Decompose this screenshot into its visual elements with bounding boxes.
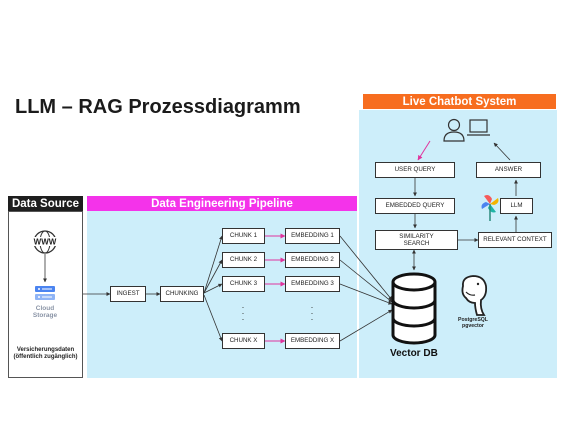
similarity-search-box: SIMILARITY SEARCH (375, 230, 458, 250)
pinwheel-llm-icon (481, 195, 499, 221)
database-icon (391, 272, 437, 345)
svg-text:WWW: WWW (34, 238, 57, 247)
chatbot-header: Live Chatbot System (363, 94, 556, 109)
data-source-header: Data Source (8, 196, 83, 211)
pipeline-header: Data Engineering Pipeline (87, 196, 357, 211)
ingest-box: INGEST (110, 286, 146, 302)
www-globe-icon: WWW (31, 230, 59, 254)
embedding-box: EMBEDDING 3 (285, 276, 340, 292)
relevant-context-box: RELEVANT CONTEXT (478, 232, 552, 248)
chunk-box: CHUNK 2 (222, 252, 265, 268)
embedding-box: EMBEDDING X (285, 333, 340, 349)
cloud-storage-label: Cloud Storage (32, 305, 58, 320)
llm-box: LLM (500, 198, 533, 214)
embedding-box: EMBEDDING 1 (285, 228, 340, 244)
postgresql-elephant-icon (461, 275, 488, 316)
embedding-ellipsis: ··· (310, 302, 314, 324)
answer-box: ANSWER (476, 162, 541, 178)
chunk-box: CHUNK X (222, 333, 265, 349)
chunk-box: CHUNK 1 (222, 228, 265, 244)
embedding-box: EMBEDDING 2 (285, 252, 340, 268)
embedded-query-box: EMBEDDED QUERY (375, 198, 455, 214)
cloud-storage-icon (35, 286, 55, 300)
vector-db-label: Vector DB (390, 348, 438, 359)
user-at-computer-icon (443, 118, 490, 142)
postgresql-label: PostgreSQL pgvector (458, 317, 488, 329)
chunking-box: CHUNKING (160, 286, 204, 302)
page-title: LLM – RAG Prozessdiagramm (15, 96, 301, 118)
chunk-box: CHUNK 3 (222, 276, 265, 292)
chunk-ellipsis: ··· (241, 302, 245, 324)
user-query-box: USER QUERY (375, 162, 455, 178)
data-source-caption: Versicherungsdaten (öffentlich zugänglic… (13, 347, 78, 360)
